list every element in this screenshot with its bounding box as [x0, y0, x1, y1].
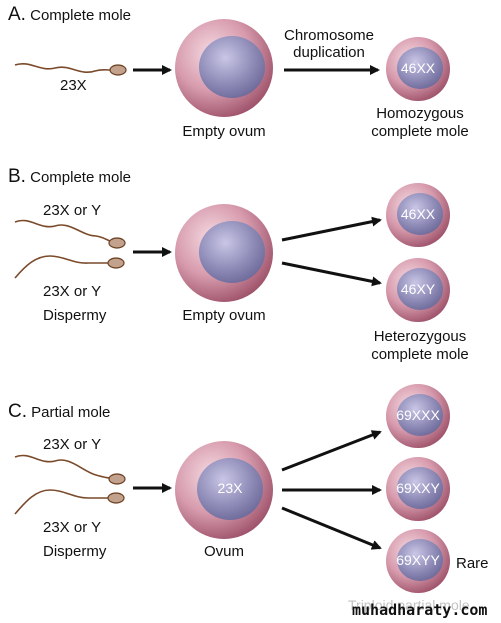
section-b-title: Complete mole — [30, 169, 132, 186]
section-c-heading: C. Partial mole — [8, 401, 111, 422]
sperm-b-top-label: 23X or Y — [43, 202, 102, 219]
mole-cell-c-69xxx — [386, 384, 450, 448]
sperm-a — [14, 63, 127, 76]
section-a-title: Complete mole — [30, 7, 132, 24]
rare-label: Rare — [456, 555, 489, 572]
mole-cell-b-46xx — [386, 183, 450, 247]
empty-ovum-a-label: Empty ovum — [182, 123, 266, 140]
karyotype-a-46xx: 46XX — [400, 60, 436, 76]
ovum-c — [175, 441, 273, 539]
section-c-title: Partial mole — [31, 404, 111, 421]
mole-cell-c-69xxy — [386, 457, 450, 521]
karyotype-b-46xy: 46XY — [400, 281, 436, 297]
duplication-label-line2: duplication — [293, 44, 365, 61]
sperm-b-bottom — [14, 255, 125, 279]
mole-cell-a — [386, 37, 450, 101]
brand-logo: muhadharaty.com — [352, 601, 488, 619]
heterozygous-label-line1: Heterozygous — [373, 328, 467, 345]
sperm-c-bottom-label: 23X or Y — [43, 519, 102, 536]
section-a-heading: A. Complete mole — [8, 4, 132, 25]
section-b-letter: B. — [8, 166, 26, 187]
dispermy-c-label: Dispermy — [43, 543, 107, 560]
dispermy-b-label: Dispermy — [43, 307, 107, 324]
arrow-b-to-46xx — [281, 216, 382, 242]
karyotype-c-69xxy: 69XXY — [396, 480, 440, 496]
sperm-c-top — [14, 454, 126, 485]
mole-cell-c-69xyy — [386, 529, 450, 593]
section-c-letter: C. — [8, 401, 27, 422]
arrow-c-to-69xyy — [281, 506, 382, 550]
karyotype-b-46xx: 46XX — [400, 206, 436, 222]
karyotype-c-ovum-23x: 23X — [217, 480, 243, 496]
heterozygous-label-line2: complete mole — [371, 346, 469, 363]
watermark-caption: Triploid partial mole — [348, 597, 470, 613]
sperm-b-top — [14, 219, 126, 249]
karyotype-c-69xxx: 69XXX — [396, 407, 440, 423]
arrow-c-to-69xxx — [281, 430, 382, 472]
section-a-letter: A. — [8, 4, 26, 25]
sperm-c-bottom — [14, 489, 125, 515]
sperm-b-bottom-label: 23X or Y — [43, 283, 102, 300]
homozygous-label-line1: Homozygous — [376, 105, 464, 122]
ovum-c-label: Ovum — [203, 543, 244, 560]
karyotype-c-69xyy: 69XYY — [396, 552, 440, 568]
duplication-label-line1: Chromosome — [283, 27, 375, 44]
sperm-a-label: 23X — [60, 77, 87, 94]
empty-ovum-b-label: Empty ovum — [182, 307, 266, 324]
mole-cell-b-46xy — [386, 258, 450, 322]
sperm-c-top-label: 23X or Y — [43, 436, 102, 453]
empty-ovum-b — [175, 204, 273, 302]
empty-ovum-a — [175, 19, 273, 117]
homozygous-label-line2: complete mole — [371, 123, 469, 140]
section-b-heading: B. Complete mole — [8, 166, 132, 187]
arrow-b-to-46xy — [281, 261, 382, 287]
